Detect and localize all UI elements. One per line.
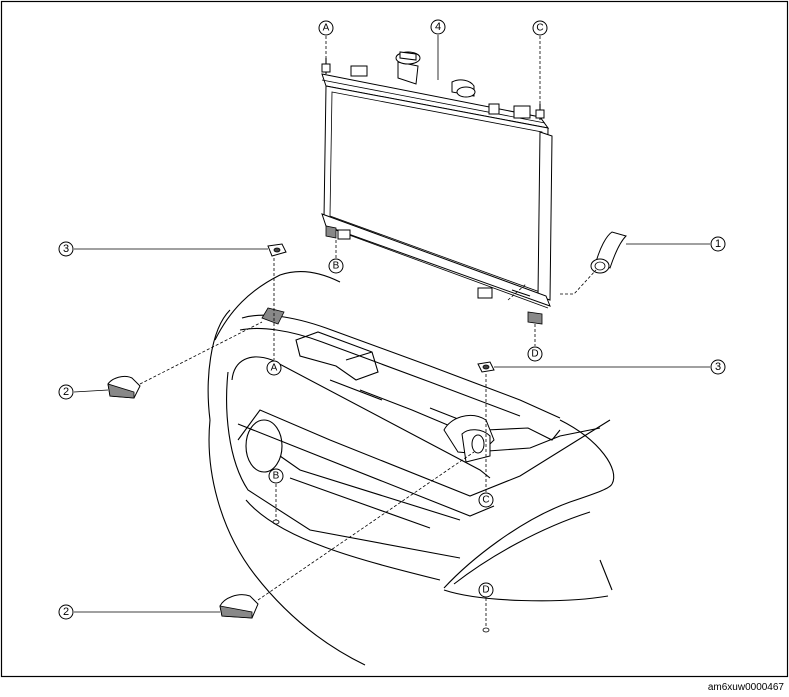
mount-hole-B bbox=[272, 519, 280, 525]
svg-text:A: A bbox=[323, 23, 330, 34]
svg-text:3: 3 bbox=[63, 243, 69, 255]
svg-text:2: 2 bbox=[63, 606, 69, 618]
mount-rubber-right bbox=[477, 361, 495, 373]
svg-text:2: 2 bbox=[63, 386, 69, 398]
diagram-border bbox=[0, 0, 789, 678]
svg-text:4: 4 bbox=[435, 21, 441, 33]
radiator-bracket-upper bbox=[107, 375, 141, 399]
callout-4: 4 bbox=[430, 19, 446, 35]
svg-text:B: B bbox=[273, 471, 280, 482]
svg-text:C: C bbox=[536, 23, 543, 34]
guide-lines bbox=[139, 36, 597, 628]
ref-D-radiator: D bbox=[527, 346, 543, 362]
svg-text:3: 3 bbox=[715, 361, 721, 373]
svg-text:C: C bbox=[482, 495, 489, 506]
callout-1: 1 bbox=[710, 236, 726, 252]
ref-D-body: D bbox=[478, 582, 494, 598]
radiator-hose bbox=[590, 231, 627, 274]
front-body-structure bbox=[207, 270, 615, 666]
callout-3-left: 3 bbox=[58, 241, 74, 257]
svg-text:D: D bbox=[531, 349, 538, 360]
mount-rubber-left bbox=[267, 243, 287, 257]
ref-C-body: C bbox=[478, 492, 494, 508]
mount-hole-D bbox=[482, 627, 490, 633]
ref-B-radiator: B bbox=[328, 258, 344, 274]
radiator-bracket-lower bbox=[219, 594, 259, 619]
callout-2-upper: 2 bbox=[58, 384, 74, 400]
ref-A-body: A bbox=[266, 360, 282, 376]
image-id: am6xuw0000467 bbox=[708, 682, 785, 693]
ref-A-top: A bbox=[318, 20, 334, 36]
ref-C-top: C bbox=[532, 20, 548, 36]
svg-text:D: D bbox=[482, 585, 489, 596]
svg-text:A: A bbox=[271, 363, 278, 374]
svg-text:1: 1 bbox=[715, 238, 721, 250]
callout-3-right: 3 bbox=[710, 359, 726, 375]
radiator bbox=[321, 51, 553, 325]
svg-text:B: B bbox=[333, 261, 340, 272]
leader-lines bbox=[73, 35, 710, 613]
ref-B-body: B bbox=[268, 468, 284, 484]
callout-2-lower: 2 bbox=[58, 604, 74, 620]
